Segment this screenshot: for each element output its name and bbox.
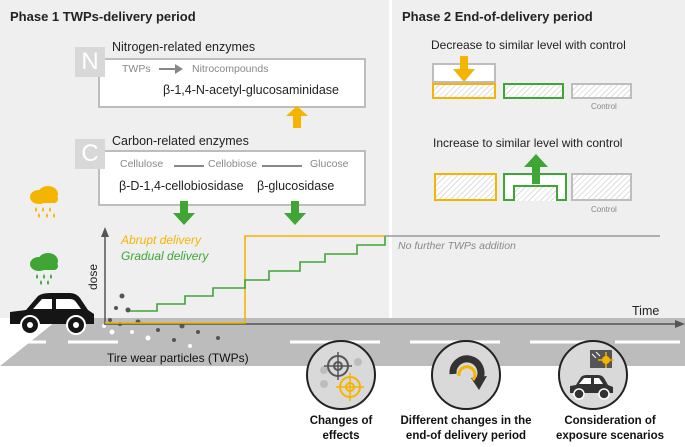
increase-gradual-bar: [513, 185, 558, 201]
decrease-label: Decrease to similar level with control: [431, 38, 626, 52]
end-line2: end-of delivery period: [405, 430, 527, 442]
circular-arrow-icon: [449, 355, 487, 390]
nitrogen-enzyme: β-1,4-N-acetyl-glucosaminidase: [163, 83, 340, 97]
y-axis-label: dose: [86, 263, 100, 290]
phase2-title: Phase 2 End-of-delivery period: [402, 9, 593, 24]
carbon-enzyme-2: β-glucosidase: [257, 179, 335, 193]
exposure-circle: [558, 340, 628, 410]
up-arrow-icon: [286, 106, 308, 128]
dash-line: [174, 165, 204, 167]
effects-label: Changes of effects: [301, 414, 381, 444]
decrease-gradual-bar: [503, 83, 564, 99]
car-icon: [10, 293, 94, 335]
down-arrow-icon: [284, 201, 306, 225]
cloud-rain-green-icon: [30, 253, 58, 285]
carbon-letter: C: [75, 139, 105, 169]
twp-label: Tire wear particles (TWPs): [107, 351, 249, 365]
dash-line: [262, 165, 302, 167]
abrupt-delivery-label: Abrupt delivery: [121, 233, 202, 247]
carbon-title: Carbon-related enzymes: [112, 134, 249, 148]
nitrogen-flow-from: TWPs: [122, 63, 151, 75]
end-period-circle: [431, 340, 501, 410]
increase-abrupt-bar: [434, 173, 497, 201]
end-period-label: Different changes in the end-of delivery…: [391, 414, 541, 444]
increase-control-bar: [571, 173, 632, 201]
nitrogen-title: Nitrogen-related enzymes: [112, 40, 256, 54]
increase-label: Increase to similar level with control: [433, 136, 623, 150]
nitrogen-flow-to: Nitrocompounds: [192, 63, 269, 75]
phase1-title: Phase 1 TWPs-delivery period: [10, 9, 196, 24]
effects-circle: [306, 340, 376, 410]
dose-time-graph: [101, 227, 685, 328]
nitrogen-letter: N: [75, 47, 105, 77]
gradual-delivery-label: Gradual delivery: [121, 249, 209, 263]
up-arrow-icon: [524, 154, 548, 184]
gradual-delivery-line: [130, 236, 386, 312]
carbon-substrate-3: Glucose: [310, 158, 349, 170]
no-addition-label: No further TWPs addition: [398, 240, 516, 252]
target-icon: [320, 352, 364, 401]
end-line1: Different changes in the: [400, 415, 532, 427]
carbon-substrate-1: Cellulose: [120, 158, 164, 170]
carbon-box: [98, 150, 366, 206]
nitrogen-box: [98, 58, 366, 108]
exposure-label: Consideration of exposure scenarios: [540, 414, 680, 444]
effects-line1: Changes of: [309, 415, 373, 427]
tire-wear-particles: [102, 293, 220, 348]
car-sun-icon: [570, 350, 614, 400]
carbon-enzyme-1: β-D-1,4-cellobiosidase: [119, 179, 244, 193]
decrease-abrupt-bar: [432, 83, 496, 99]
cloud-rain-yellow-icon: [30, 186, 58, 218]
control-label: Control: [591, 205, 617, 214]
x-axis-label: Time: [632, 304, 660, 318]
down-arrow-icon: [173, 201, 195, 225]
effects-line2: effects: [322, 430, 360, 442]
down-arrow-icon: [453, 56, 475, 82]
control-label: Control: [591, 102, 617, 111]
flow-arrow-icon: [159, 64, 183, 74]
decrease-control-bar: [571, 83, 632, 99]
exposure-line1: Consideration of: [564, 415, 656, 427]
exposure-line2: exposure scenarios: [555, 430, 665, 442]
carbon-substrate-2: Cellobiose: [208, 158, 258, 170]
